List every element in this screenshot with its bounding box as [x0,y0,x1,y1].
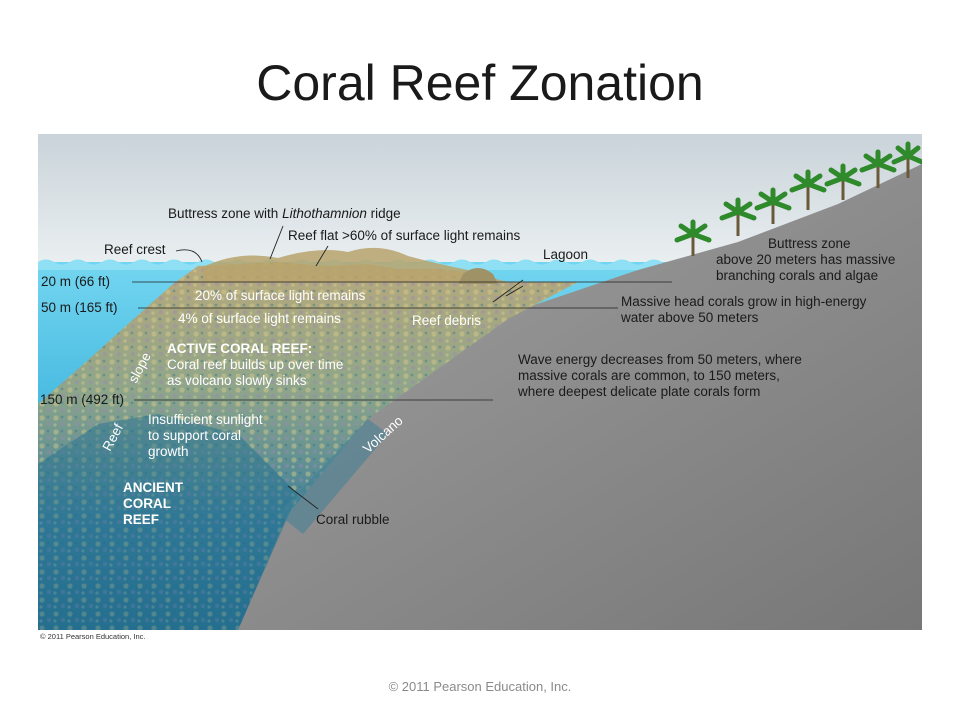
label-light-4: 4% of surface light remains [178,311,341,326]
label-massive-corals-2: water above 50 meters [620,310,759,325]
label-ancient-1: ANCIENT [123,480,184,495]
label-lagoon: Lagoon [543,247,588,262]
label-reef-flat: Reef flat >60% of surface light remains [288,228,520,243]
label-insufficient-3: growth [148,444,189,459]
label-active-reef-1: ACTIVE CORAL REEF: [167,341,312,356]
label-ancient-2: CORAL [123,496,171,511]
slide-footer: © 2011 Pearson Education, Inc. [388,679,572,694]
label-active-reef-2: Coral reef builds up over time [167,357,343,372]
label-buttress-zone-3: branching corals and algae [716,268,878,283]
label-coral-rubble: Coral rubble [316,512,390,527]
coral-rubble-zone [278,419,388,534]
reef-flat [203,247,478,282]
palm-trees [674,141,922,256]
label-wave-energy-1: Wave energy decreases from 50 meters, wh… [518,352,802,367]
reef-debris-mound [458,268,498,284]
label-depth-50m: 50 m (165 ft) [41,300,118,315]
label-wave-energy-2: massive corals are common, to 150 meters… [518,368,780,383]
label-active-reef-3: as volcano slowly sinks [167,373,307,388]
label-reef-crest: Reef crest [104,242,166,257]
label-reef-debris: Reef debris [412,313,481,328]
label-buttress-zone-2: above 20 meters has massive [716,252,895,267]
label-ancient-3: REEF [123,512,159,527]
label-wave-energy-3: where deepest delicate plate corals form [517,384,760,399]
volcano-island [158,164,922,630]
depth-lines [132,281,672,401]
label-insufficient-2: to support coral [148,428,241,443]
label-depth-150m: 150 m (492 ft) [40,392,124,407]
label-massive-corals-1: Massive head corals grow in high-energy [621,294,867,309]
leader-lines [175,225,524,510]
slide-title: Coral Reef Zonation [256,55,704,111]
label-buttress-ridge: Buttress zone with Lithothamnion ridge [168,206,401,221]
label-buttress-zone-1: Buttress zone [768,236,851,251]
ancient-reef-shade [38,414,298,630]
figure-credit: © 2011 Pearson Education, Inc. [40,632,146,641]
label-depth-20m: 20 m (66 ft) [41,274,110,289]
label-light-20: 20% of surface light remains [195,288,366,303]
coral-reef-diagram: Buttress zone with Lithothamnion ridge R… [38,134,922,630]
coral-texture [38,262,578,630]
label-insufficient-1: Insufficient sunlight [148,412,263,427]
